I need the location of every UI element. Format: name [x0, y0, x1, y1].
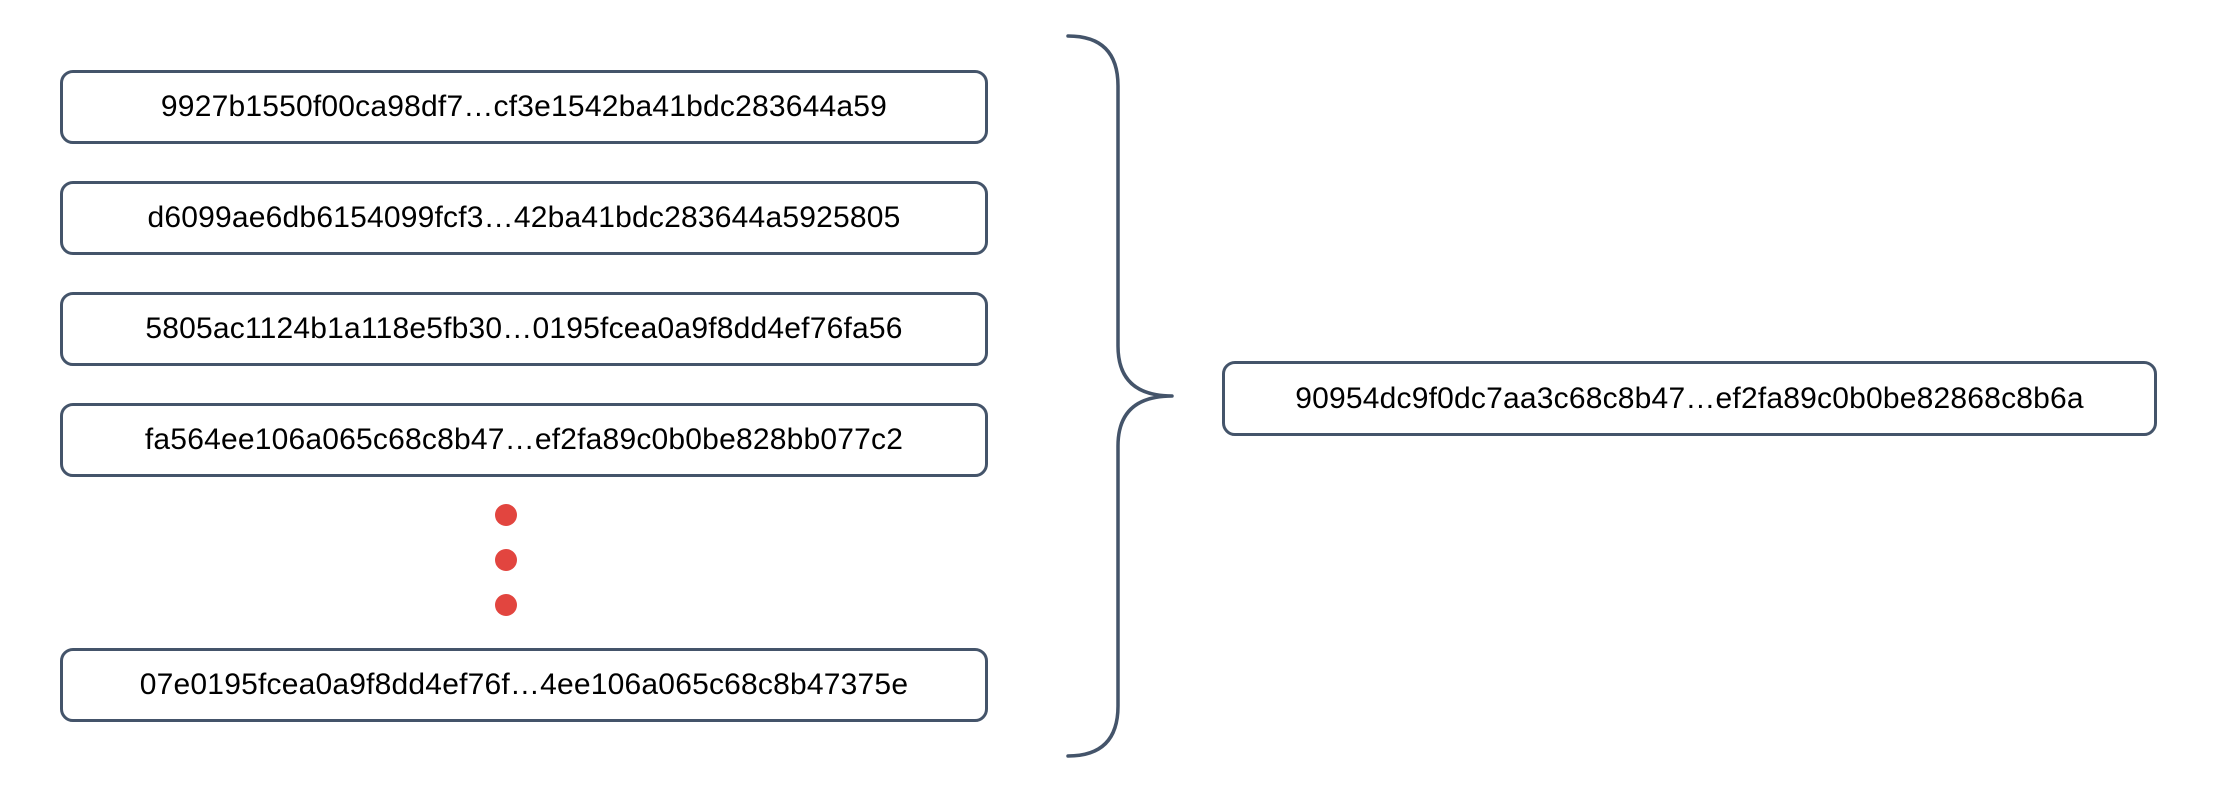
output-hash-box: 90954dc9f0dc7aa3c68c8b47…ef2fa89c0b0be82…: [1222, 361, 2157, 436]
input-hash-box-4: fa564ee106a065c68c8b47…ef2fa89c0b0be828b…: [60, 403, 988, 477]
output-hash-label: 90954dc9f0dc7aa3c68c8b47…ef2fa89c0b0be82…: [1295, 381, 2084, 415]
ellipsis-dot: [495, 594, 517, 616]
vertical-ellipsis-icon: [495, 504, 517, 616]
input-hash-box-2: d6099ae6db6154099fcf3…42ba41bdc283644a59…: [60, 181, 988, 255]
input-hash-label-1: 9927b1550f00ca98df7…cf3e1542ba41bdc28364…: [160, 90, 888, 123]
input-hash-label-5: 07e0195fcea0a9f8dd4ef76f…4ee106a065c68c8…: [139, 668, 909, 701]
input-hash-label-3: 5805ac1124b1a118e5fb30…0195fcea0a9f8dd4e…: [145, 312, 903, 345]
input-hash-label-2: d6099ae6db6154099fcf3…42ba41bdc283644a59…: [147, 201, 901, 234]
input-hash-box-5: 07e0195fcea0a9f8dd4ef76f…4ee106a065c68c8…: [60, 648, 988, 722]
input-hash-box-3: 5805ac1124b1a118e5fb30…0195fcea0a9f8dd4e…: [60, 292, 988, 366]
input-hash-box-1: 9927b1550f00ca98df7…cf3e1542ba41bdc28364…: [60, 70, 988, 144]
ellipsis-dot: [495, 549, 517, 571]
ellipsis-dot: [495, 504, 517, 526]
input-hash-label-4: fa564ee106a065c68c8b47…ef2fa89c0b0be828b…: [144, 423, 904, 456]
